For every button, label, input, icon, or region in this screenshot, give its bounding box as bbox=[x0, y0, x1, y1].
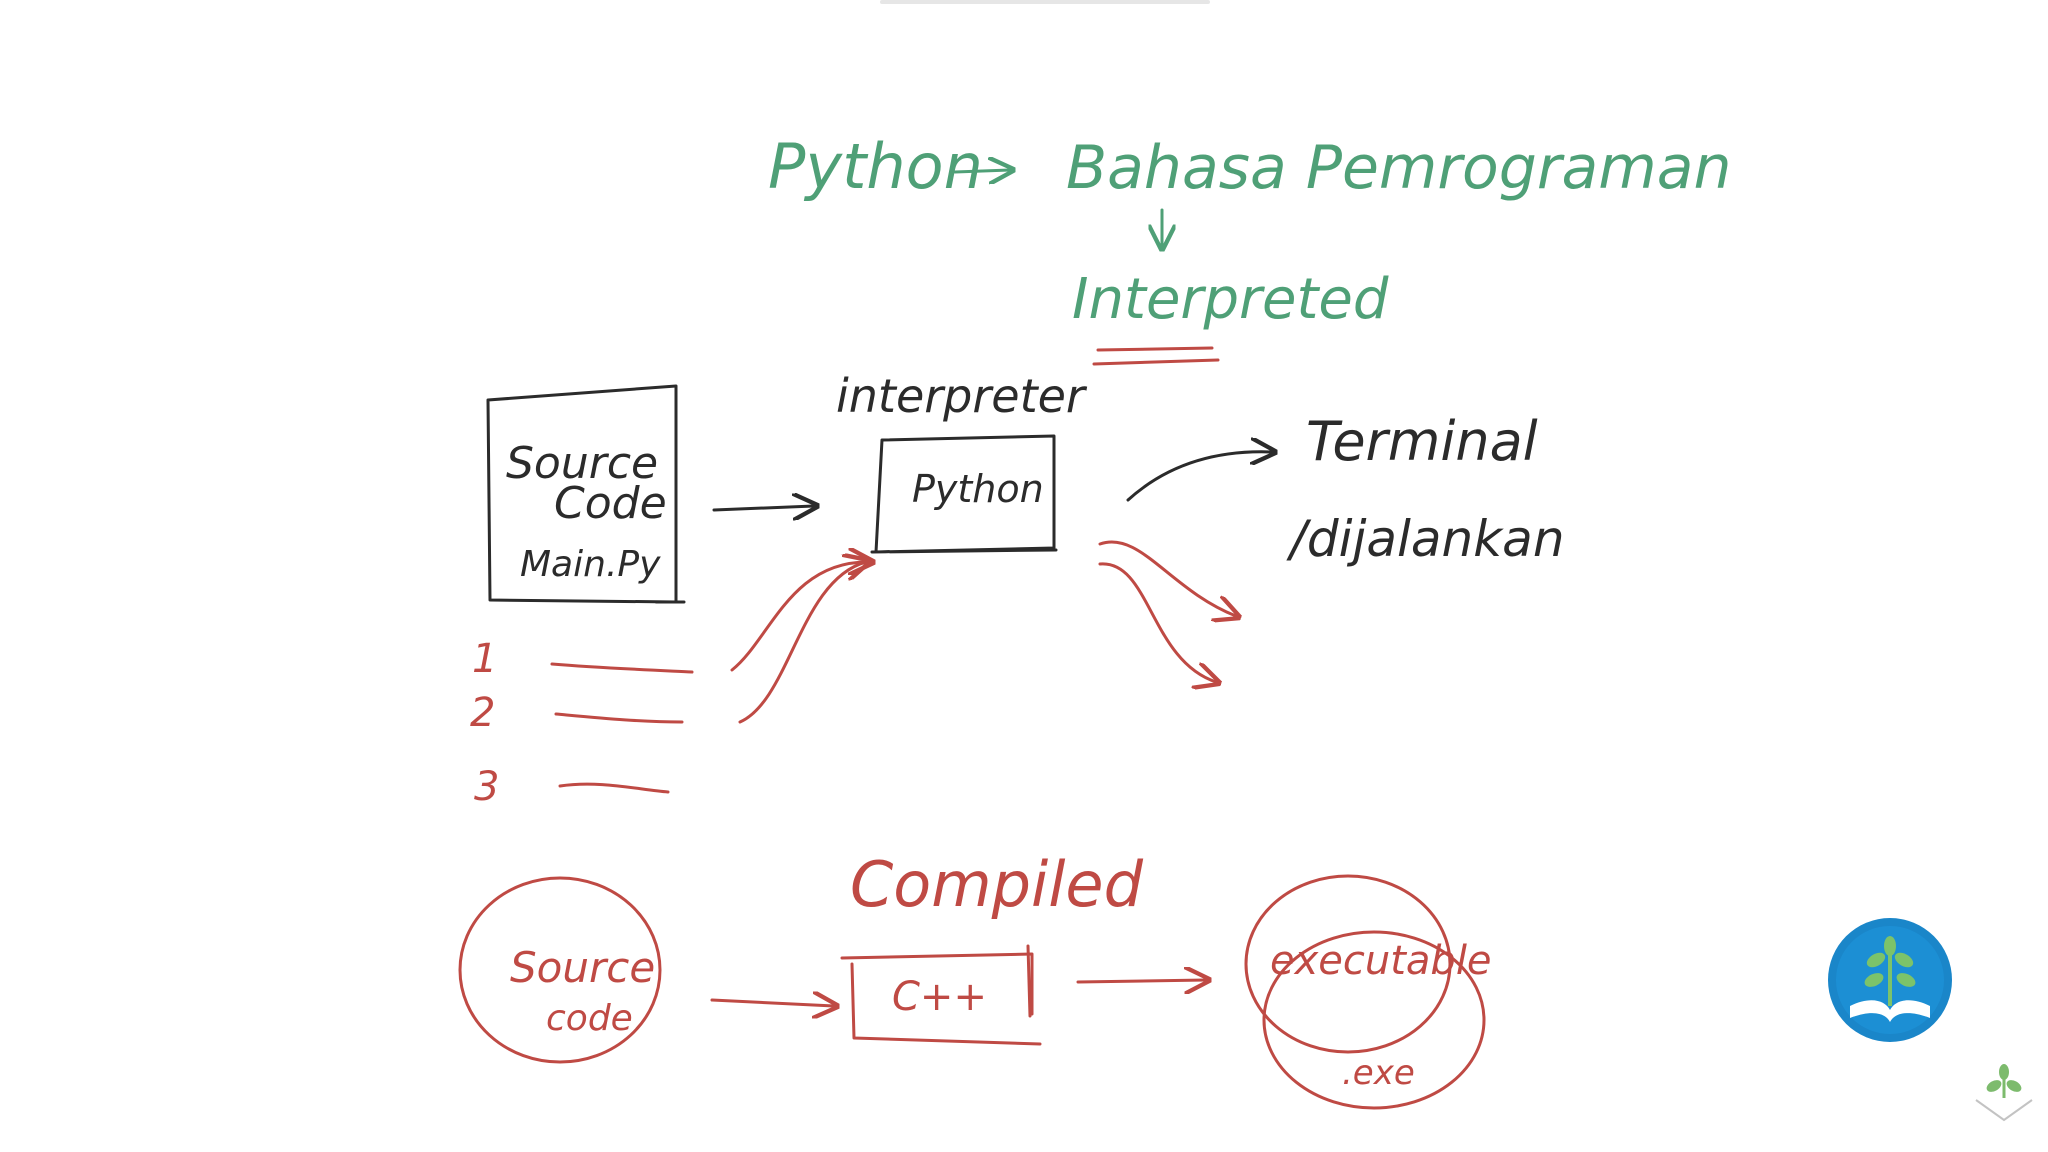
source-code-box bbox=[486, 384, 686, 604]
source-code-circle bbox=[458, 876, 662, 1064]
line-number-2: 2 bbox=[470, 690, 495, 736]
dijalankan-label: /dijalankan bbox=[1286, 510, 1565, 568]
source-circle-line2: code bbox=[546, 998, 633, 1039]
interpreted-underline-2 bbox=[1092, 358, 1220, 366]
python-box-label: Python bbox=[912, 467, 1044, 511]
interpreted-label: Interpreted bbox=[1072, 267, 1389, 332]
sprout-corner-icon bbox=[1975, 1064, 2033, 1122]
interpreter-to-terminal-arrow bbox=[1126, 452, 1272, 502]
main-py-label: Main.Py bbox=[520, 544, 661, 585]
line-number-1: 1 bbox=[472, 636, 497, 682]
exe-label: .exe bbox=[1342, 1053, 1415, 1093]
interpreter-output-arrow-2 bbox=[1098, 562, 1216, 682]
executable-outer-circle bbox=[1244, 874, 1452, 1054]
executable-label: executable bbox=[1270, 938, 1492, 984]
cpp-to-executable-arrow bbox=[1076, 980, 1206, 982]
python-label: Python bbox=[768, 130, 983, 203]
source-code-box-line1: Source bbox=[506, 438, 658, 489]
line2-to-interpreter-arrow bbox=[738, 562, 866, 724]
source-to-interpreter-arrow bbox=[712, 506, 814, 510]
cpp-box bbox=[840, 944, 1042, 1046]
source-circle-line1: Source bbox=[510, 943, 655, 992]
line1-to-interpreter-arrow bbox=[730, 562, 870, 672]
cpp-label: C++ bbox=[892, 974, 987, 1020]
top-edge-bar bbox=[880, 0, 1210, 4]
code-line-3 bbox=[558, 782, 670, 794]
source-code-box-line2: Code bbox=[554, 478, 667, 529]
interpreted-underline-1 bbox=[1096, 346, 1214, 352]
code-line-1 bbox=[550, 662, 694, 674]
terminal-label: Terminal bbox=[1306, 410, 1538, 473]
interpreter-output-arrow-1 bbox=[1098, 540, 1236, 616]
line-number-3: 3 bbox=[474, 764, 499, 810]
sprout-book-logo bbox=[1828, 918, 1952, 1042]
code-line-2 bbox=[554, 712, 684, 724]
executable-inner-circle bbox=[1262, 930, 1486, 1110]
compiled-label: Compiled bbox=[850, 848, 1144, 921]
python-interpreter-box bbox=[870, 434, 1058, 554]
source-to-cpp-arrow bbox=[710, 1000, 834, 1006]
python-to-bahasa-arrow bbox=[953, 170, 1010, 172]
bahasa-pemrograman-label: Bahasa Pemrograman bbox=[1066, 133, 1732, 203]
interpreter-label: interpreter bbox=[836, 369, 1088, 423]
